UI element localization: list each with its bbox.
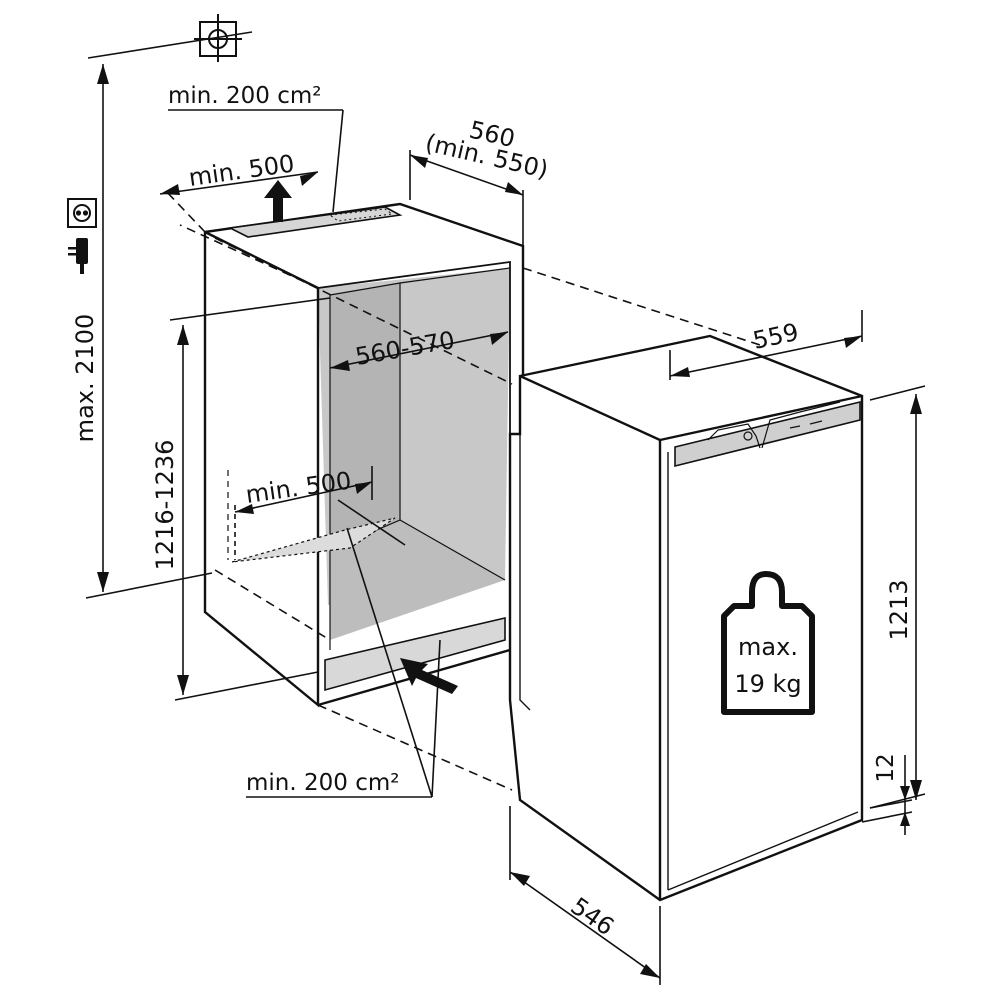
bottom-inner-vent	[231, 517, 396, 563]
arrow-in-icon	[400, 658, 458, 694]
dimension-appliance-width	[669, 310, 863, 380]
dimension-appliance-depth	[509, 806, 661, 985]
control-panel-detail	[707, 401, 841, 449]
dimension-niche-width	[409, 150, 524, 246]
niche-interior-floor	[330, 520, 505, 640]
reference-line-top	[87, 31, 253, 59]
weight-value-label: 19 kg	[734, 670, 801, 698]
niche-interior-left	[330, 283, 400, 550]
power-plug-icon	[68, 238, 88, 274]
weight-max-label: max.	[738, 633, 798, 661]
top-vent-pattern	[328, 208, 394, 222]
vent-bottom-area-label: min. 200 cm²	[246, 770, 399, 796]
dimension-vent-top-depth	[159, 171, 319, 195]
plinth-vent-grille	[324, 616, 506, 692]
dimension-appliance-height	[869, 385, 926, 809]
appliance-plinth-label: 12	[873, 753, 899, 782]
dimension-max-height	[85, 64, 213, 599]
appliance-width-label: 559	[750, 318, 801, 355]
niche-dashed-lines	[164, 189, 761, 791]
appliance-edges	[519, 434, 859, 891]
appliance-height-label: 1213	[885, 579, 913, 640]
dimension-vent-bottom-depth	[234, 466, 406, 560]
power-socket-icon	[67, 198, 97, 228]
appliance-depth-label: 546	[566, 892, 620, 941]
appliance-body	[508, 334, 864, 902]
dimension-appliance-plinth	[861, 755, 913, 835]
arrow-up-icon	[264, 180, 292, 222]
top-vent-grille	[227, 206, 403, 238]
control-panel	[674, 400, 861, 468]
max-height-label: max. 2100	[71, 314, 99, 443]
vent-top-area-label: min. 200 cm²	[168, 83, 321, 109]
dimension-niche-inner-width	[329, 331, 509, 371]
niche-height-label: 1216-1236	[151, 440, 179, 571]
weight-icon: max. 19 kg	[721, 571, 815, 715]
dimension-niche-height	[169, 297, 331, 701]
